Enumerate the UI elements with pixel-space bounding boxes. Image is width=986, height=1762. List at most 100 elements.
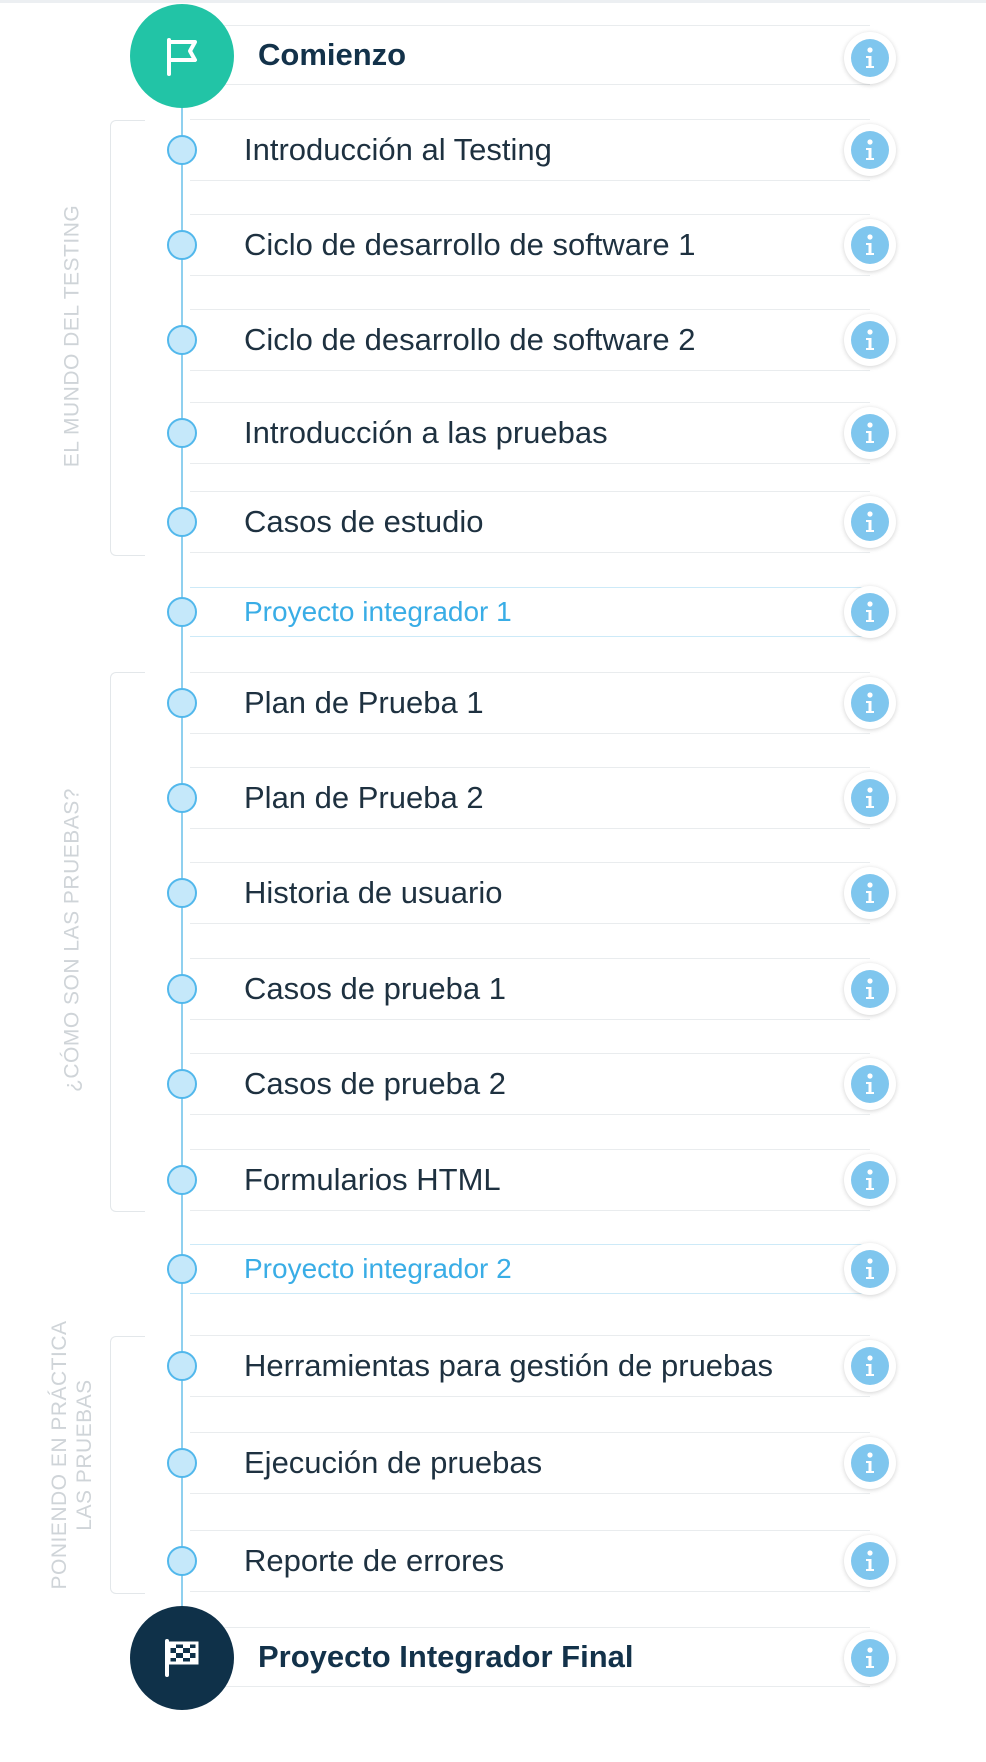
checkered-flag-icon [165, 1639, 199, 1677]
module-row[interactable]: Formularios HTML [190, 1149, 870, 1211]
progress-dot [167, 1546, 197, 1576]
section-label-como-son-pruebas: ¿CÓMO SON LAS PRUEBAS? [60, 788, 84, 1092]
module-label: Casos de prueba 2 [244, 1066, 506, 1101]
info-button[interactable] [844, 772, 896, 824]
info-button[interactable] [844, 677, 896, 729]
progress-dot [167, 325, 197, 355]
info-icon [866, 1550, 874, 1571]
module-label: Herramientas para gestión de pruebas [244, 1348, 774, 1383]
progress-dot [167, 418, 197, 448]
info-button[interactable] [844, 496, 896, 548]
info-icon [866, 1169, 874, 1190]
info-icon [866, 787, 874, 808]
progress-dot [167, 783, 197, 813]
section-label-poniendo-practica: PONIENDO EN PRÁCTICA LAS PRUEBAS [47, 1320, 97, 1589]
course-finish-row[interactable]: Proyecto Integrador Final [190, 1627, 870, 1687]
module-label: Introducción al Testing [244, 132, 552, 167]
info-icon [866, 1452, 874, 1473]
project-row[interactable]: Proyecto integrador 1 [190, 587, 870, 637]
info-icon [866, 47, 874, 68]
module-label: Reporte de errores [244, 1543, 505, 1578]
module-row[interactable]: Casos de prueba 2 [190, 1053, 870, 1115]
info-button[interactable] [844, 219, 896, 271]
info-button[interactable] [844, 867, 896, 919]
module-row[interactable]: Herramientas para gestión de pruebas [190, 1335, 870, 1397]
progress-dot [167, 1165, 197, 1195]
section-label-line-1: PONIENDO EN PRÁCTICA [48, 1320, 71, 1590]
flag-icon [167, 38, 197, 76]
course-start-label: Comienzo [258, 37, 407, 72]
module-label: Plan de Prueba 2 [244, 780, 484, 815]
module-row[interactable]: Introducción a las pruebas [190, 402, 870, 464]
module-row[interactable]: Ejecución de pruebas [190, 1432, 870, 1494]
info-button[interactable] [844, 1243, 896, 1295]
info-button[interactable] [844, 963, 896, 1015]
module-row[interactable]: Plan de Prueba 1 [190, 672, 870, 734]
course-start-row[interactable]: Comienzo [190, 25, 870, 85]
module-row[interactable]: Historia de usuario [190, 862, 870, 924]
info-button-finish[interactable] [844, 1632, 896, 1684]
progress-dot [167, 878, 197, 908]
module-row[interactable]: Introducción al Testing [190, 119, 870, 181]
info-icon [866, 601, 874, 622]
info-button-start[interactable] [844, 32, 896, 84]
section-bracket-1 [110, 120, 145, 556]
module-label: Ciclo de desarrollo de software 2 [244, 322, 696, 357]
info-icon [866, 978, 874, 999]
section-label-line-2: LAS PRUEBAS [73, 1379, 96, 1531]
project-label: Proyecto integrador 1 [244, 596, 512, 627]
info-icon [866, 1647, 874, 1668]
module-label: Introducción a las pruebas [244, 415, 608, 450]
project-row[interactable]: Proyecto integrador 2 [190, 1244, 870, 1294]
info-icon [866, 1355, 874, 1376]
info-button[interactable] [844, 407, 896, 459]
info-button[interactable] [844, 1154, 896, 1206]
module-label: Plan de Prueba 1 [244, 685, 484, 720]
info-icon [866, 422, 874, 443]
info-icon [866, 329, 874, 350]
module-label: Ciclo de desarrollo de software 1 [244, 227, 696, 262]
info-icon [866, 1258, 874, 1279]
module-label: Casos de prueba 1 [244, 971, 506, 1006]
progress-dot [167, 135, 197, 165]
progress-dot [167, 507, 197, 537]
project-label: Proyecto integrador 2 [244, 1253, 512, 1284]
module-row[interactable]: Casos de prueba 1 [190, 958, 870, 1020]
module-row[interactable]: Plan de Prueba 2 [190, 767, 870, 829]
top-divider [0, 0, 986, 3]
section-bracket-2 [110, 672, 145, 1212]
module-label: Historia de usuario [244, 875, 503, 910]
info-button[interactable] [844, 1535, 896, 1587]
info-icon [866, 692, 874, 713]
progress-dot [167, 688, 197, 718]
progress-dot [167, 1069, 197, 1099]
start-circle[interactable] [130, 4, 234, 108]
section-bracket-3 [110, 1336, 145, 1594]
info-button[interactable] [844, 586, 896, 638]
module-row[interactable]: Casos de estudio [190, 491, 870, 553]
module-row[interactable]: Ciclo de desarrollo de software 1 [190, 214, 870, 276]
info-icon [866, 882, 874, 903]
progress-dot [167, 597, 197, 627]
progress-dot [167, 1351, 197, 1381]
progress-dot [167, 230, 197, 260]
info-button[interactable] [844, 1058, 896, 1110]
finish-circle[interactable] [130, 1606, 234, 1710]
info-button[interactable] [844, 314, 896, 366]
info-button[interactable] [844, 124, 896, 176]
course-finish-label: Proyecto Integrador Final [258, 1639, 634, 1674]
module-label: Ejecución de pruebas [244, 1445, 543, 1480]
module-label: Formularios HTML [244, 1162, 501, 1197]
timeline-line [181, 105, 183, 1620]
info-button[interactable] [844, 1437, 896, 1489]
module-row[interactable]: Reporte de errores [190, 1530, 870, 1592]
info-icon [866, 139, 874, 160]
info-button[interactable] [844, 1340, 896, 1392]
progress-dot [167, 974, 197, 1004]
info-icon [866, 234, 874, 255]
info-icon [866, 1073, 874, 1094]
info-icon [866, 511, 874, 532]
module-label: Casos de estudio [244, 504, 484, 539]
progress-dot [167, 1448, 197, 1478]
module-row[interactable]: Ciclo de desarrollo de software 2 [190, 309, 870, 371]
